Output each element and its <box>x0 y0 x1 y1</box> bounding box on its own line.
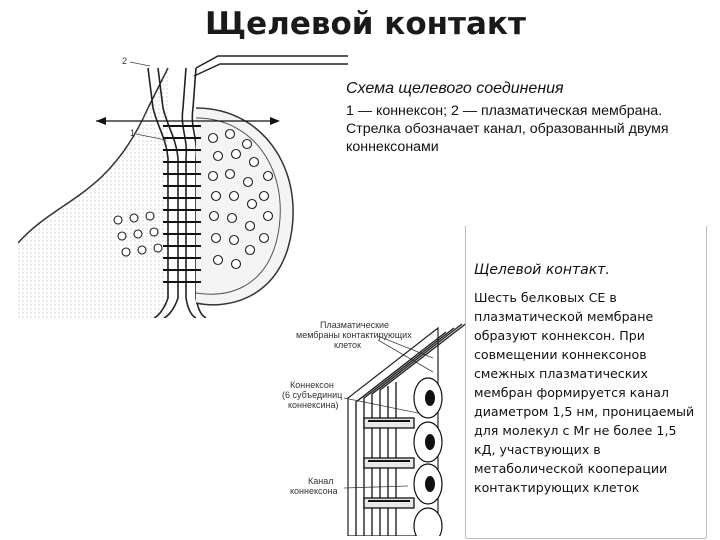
schematic-caption: Схема щелевого соединения 1 — коннексон;… <box>346 80 676 156</box>
label-membranes: Плазматические мембраны контактирующих к… <box>296 320 414 350</box>
schematic-caption-body: 1 — коннексон; 2 — плазматическая мембра… <box>346 102 676 156</box>
page-title: Щелевой контакт <box>205 6 526 42</box>
label-channel: Канал коннексона <box>290 476 338 496</box>
gap-junction-caption-body: Шесть белковых СЕ в плазматической мембр… <box>474 288 696 497</box>
schematic-caption-title: Схема щелевого соединения <box>346 80 676 98</box>
connexon-3d-diagram: Плазматические мембраны контактирующих к… <box>268 318 468 536</box>
label-connexon: Коннексон (6 субъединиц коннексина) <box>282 380 345 410</box>
gap-junction-caption-title: Щелевой контакт. <box>474 262 696 278</box>
gap-junction-schematic: 2 1 <box>18 48 348 318</box>
label-2: 2 <box>122 56 127 66</box>
label-1: 1 <box>130 128 135 138</box>
gap-junction-caption: Щелевой контакт. Шесть белковых СЕ в пла… <box>466 226 706 538</box>
